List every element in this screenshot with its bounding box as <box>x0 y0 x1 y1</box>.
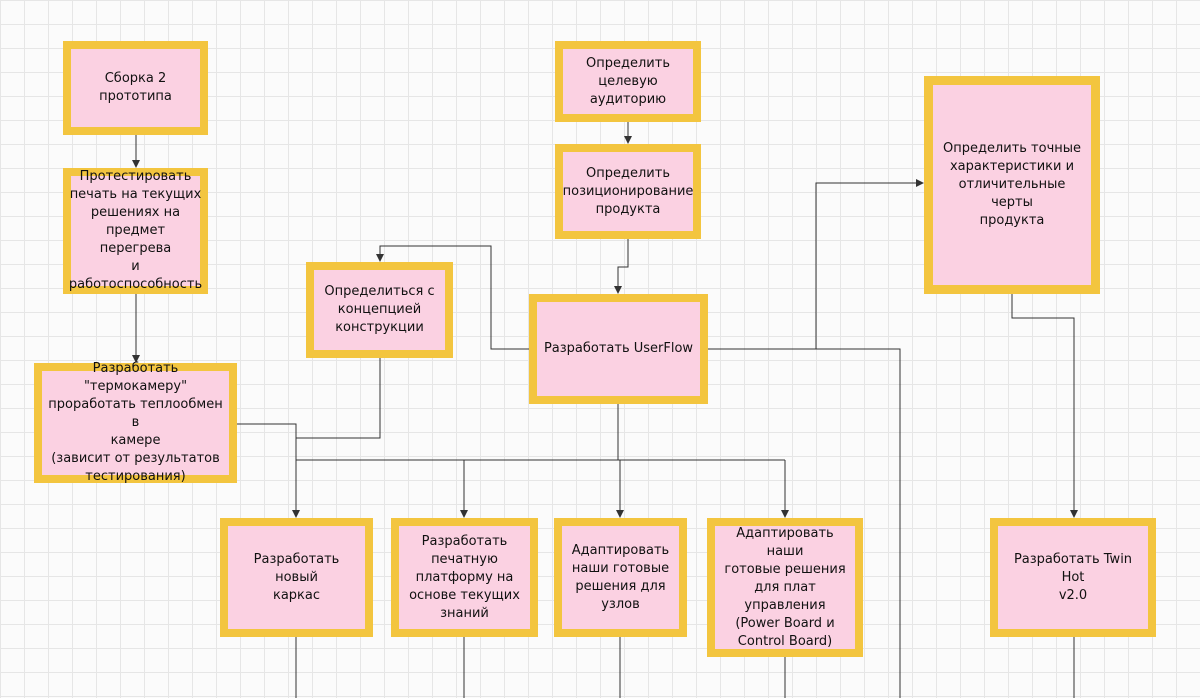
node-test-printing[interactable]: Протестировать печать на текущих решения… <box>63 168 208 294</box>
node-userflow[interactable]: Разработать UserFlow <box>529 294 708 404</box>
edge-thermo-to-frame <box>237 423 297 460</box>
node-prototype-assembly[interactable]: Сборка 2 прототипа <box>63 41 208 135</box>
node-twin-hot-v2[interactable]: Разработать Twin Hot v2.0 <box>990 518 1156 637</box>
node-target-audience[interactable]: Определить целевую аудиторию <box>555 41 701 122</box>
edge-userflow-down-right <box>708 348 901 698</box>
node-adapt-units[interactable]: Адаптировать наши готовые решения для уз… <box>554 518 687 637</box>
node-print-platform[interactable]: Разработать печатную платформу на основе… <box>391 518 538 637</box>
edge-specs-to-twinhot <box>1011 294 1078 518</box>
edge-userflow-to-specs <box>708 179 924 350</box>
node-product-specs[interactable]: Определить точные характеристики и отлич… <box>924 76 1100 294</box>
node-design-concept[interactable]: Определиться с концепцией конструкции <box>306 262 453 358</box>
edge-concept-to-frame <box>295 358 381 460</box>
node-product-positioning[interactable]: Определить позиционирование продукта <box>555 144 701 239</box>
node-adapt-control-boards[interactable]: Адаптировать наши готовые решения для пл… <box>707 518 863 657</box>
node-thermo-chamber[interactable]: Разработать "термокамеру" проработать те… <box>34 361 237 484</box>
edge-positioning-to-userflow <box>614 239 629 294</box>
edge-userflow-to-concept <box>376 245 529 350</box>
node-new-frame[interactable]: Разработать новый каркас <box>220 518 373 637</box>
